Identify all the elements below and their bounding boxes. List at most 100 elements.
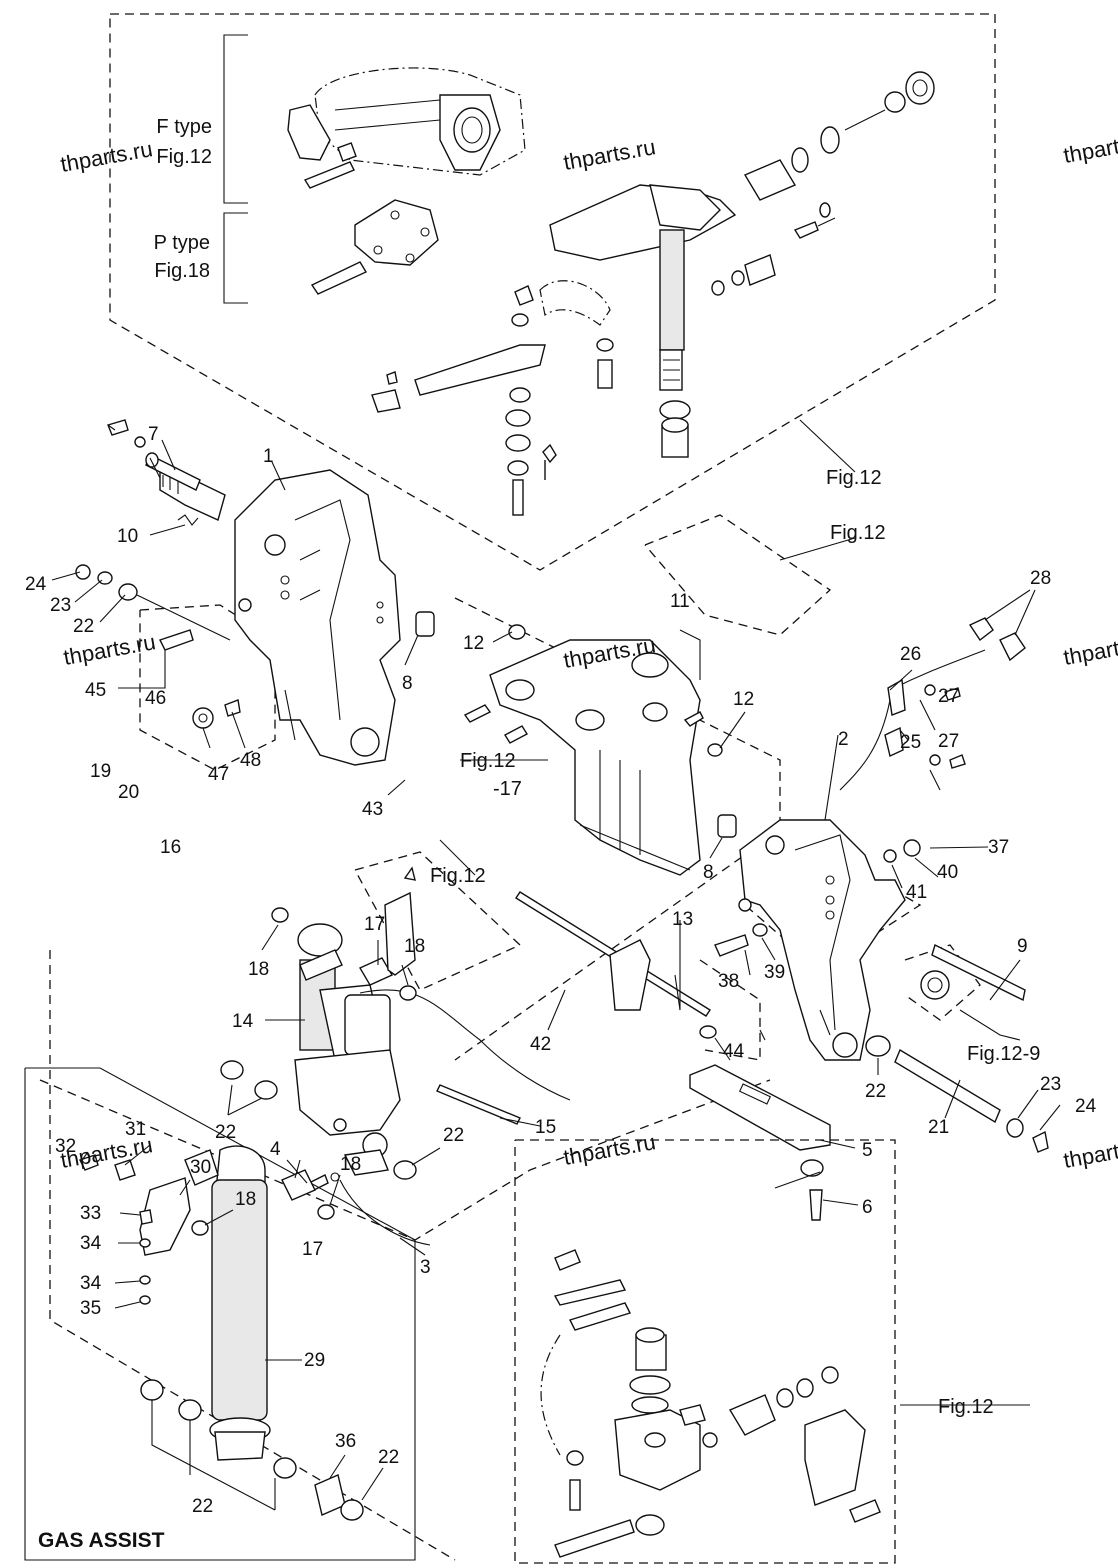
callout: 44 — [723, 1041, 745, 1062]
callout: 26 — [900, 644, 921, 665]
type-brackets — [223, 34, 248, 304]
lower-right-subassembly — [514, 1139, 896, 1564]
fig-ref-label: -17 — [493, 778, 522, 800]
callout: 31 — [125, 1119, 146, 1140]
callout: 39 — [764, 962, 785, 983]
callout: 22 — [73, 616, 94, 637]
watermark-text: thparts.ru — [562, 134, 658, 175]
callout: 34 — [80, 1273, 102, 1294]
callout: 22 — [192, 1496, 213, 1517]
callout: 1 — [263, 446, 274, 467]
fig-ref-label: Fig.12 — [430, 865, 486, 887]
callout: 18 — [235, 1189, 256, 1210]
callout: 12 — [463, 633, 484, 654]
leader-lines — [51, 419, 1061, 1501]
callout: 6 — [862, 1197, 873, 1218]
callout: 27 — [938, 686, 959, 707]
callout: 48 — [240, 750, 261, 771]
callout: 47 — [208, 764, 229, 785]
callout: 3 — [420, 1257, 431, 1278]
callout: 18 — [340, 1154, 361, 1175]
callout: 11 — [670, 591, 690, 612]
fig-ref-label: Fig.12 — [938, 1396, 994, 1418]
fig-ref-label: Fig.12 — [826, 467, 882, 489]
watermark-text: thparts.ru — [59, 136, 155, 177]
callout: 41 — [906, 882, 927, 903]
callout: 5 — [862, 1140, 873, 1161]
fig-ref-label: Fig.12-9 — [967, 1043, 1040, 1065]
callout: 37 — [988, 837, 1009, 858]
watermark-labels: thparts.ru thparts.ru thparts.ru thparts… — [59, 127, 1118, 1173]
type-label-text: F type Fig.12 P type Fig.18 — [154, 116, 212, 282]
callout: 38 — [718, 971, 739, 992]
callout: 17 — [302, 1239, 323, 1260]
callout: 33 — [80, 1203, 101, 1224]
callout: 16 — [160, 837, 181, 858]
callout: 24 — [1075, 1096, 1097, 1117]
callout: 9 — [1017, 936, 1028, 957]
callout: 19 — [90, 761, 111, 782]
callout: 20 — [118, 782, 139, 803]
callout: 36 — [335, 1431, 356, 1452]
callout: 10 — [117, 526, 138, 547]
callout: 23 — [1040, 1074, 1061, 1095]
f-type-fig-ref: Fig.12 — [156, 146, 212, 168]
fig-ref-label: Fig.12 — [460, 750, 516, 772]
callout: 22 — [215, 1122, 236, 1143]
gas-assist-heading: GAS ASSIST — [38, 1529, 165, 1552]
callout: 43 — [362, 799, 383, 820]
callout: 46 — [145, 688, 166, 709]
callout: 28 — [1030, 568, 1051, 589]
callout: 12 — [733, 689, 754, 710]
watermark-text: thparts.ru — [1062, 127, 1118, 168]
part-callouts: 7 1 10 24 23 22 45 46 8 12 11 12 47 48 1… — [25, 424, 1097, 1517]
callout: 18 — [248, 959, 269, 980]
watermark-text: thparts.ru — [1062, 1132, 1118, 1173]
callout: 14 — [232, 1011, 254, 1032]
callout: 7 — [148, 424, 159, 445]
gas-assist-title: GAS ASSIST — [38, 1529, 165, 1552]
callout: 35 — [80, 1298, 101, 1319]
callout: 42 — [530, 1034, 551, 1055]
gas-assist-panel — [24, 1067, 416, 1561]
callout: 2 — [838, 729, 849, 750]
callout: 30 — [190, 1157, 211, 1178]
clamp-bracket-left-drawing — [234, 469, 401, 766]
fig-ref-label: Fig.12 — [830, 522, 886, 544]
callout: 13 — [672, 909, 693, 930]
left-small-parts-drawing — [75, 419, 416, 976]
f-type-swivel-drawing — [287, 67, 526, 189]
callout: 40 — [937, 862, 958, 883]
callout: 18 — [404, 936, 425, 957]
callout: 45 — [85, 680, 106, 701]
watermark-text: thparts.ru — [562, 1129, 658, 1170]
callout: 22 — [443, 1125, 464, 1146]
steering-arm-drawing — [371, 71, 935, 516]
f-type-label: F type — [156, 116, 212, 138]
callout: 17 — [364, 914, 385, 935]
watermark-text: thparts.ru — [1062, 629, 1118, 670]
callout: 15 — [535, 1117, 556, 1138]
callout: 32 — [55, 1136, 76, 1157]
clamp-bracket-right-drawing — [515, 617, 1049, 1221]
p-type-label: P type — [154, 232, 210, 254]
fig-reference-labels: Fig.12 Fig.12 Fig.12 Fig.12 -17 Fig.12-9… — [430, 467, 1040, 1418]
callout: 25 — [900, 732, 921, 753]
p-type-bracket-drawing — [310, 199, 439, 295]
callout: 22 — [865, 1081, 886, 1102]
callout: 24 — [25, 574, 47, 595]
callout: 8 — [402, 673, 413, 694]
callout: 22 — [378, 1447, 399, 1468]
steering-group-outline — [109, 13, 996, 571]
callout: 27 — [938, 731, 959, 752]
callout: 4 — [270, 1139, 281, 1160]
callout: 29 — [304, 1350, 325, 1371]
p-type-fig-ref: Fig.18 — [154, 260, 210, 282]
callout: 21 — [928, 1117, 949, 1138]
callout: 23 — [50, 595, 71, 616]
callout: 34 — [80, 1233, 102, 1254]
swivel-bracket-center-drawing — [415, 443, 737, 876]
callout: 8 — [703, 862, 714, 883]
